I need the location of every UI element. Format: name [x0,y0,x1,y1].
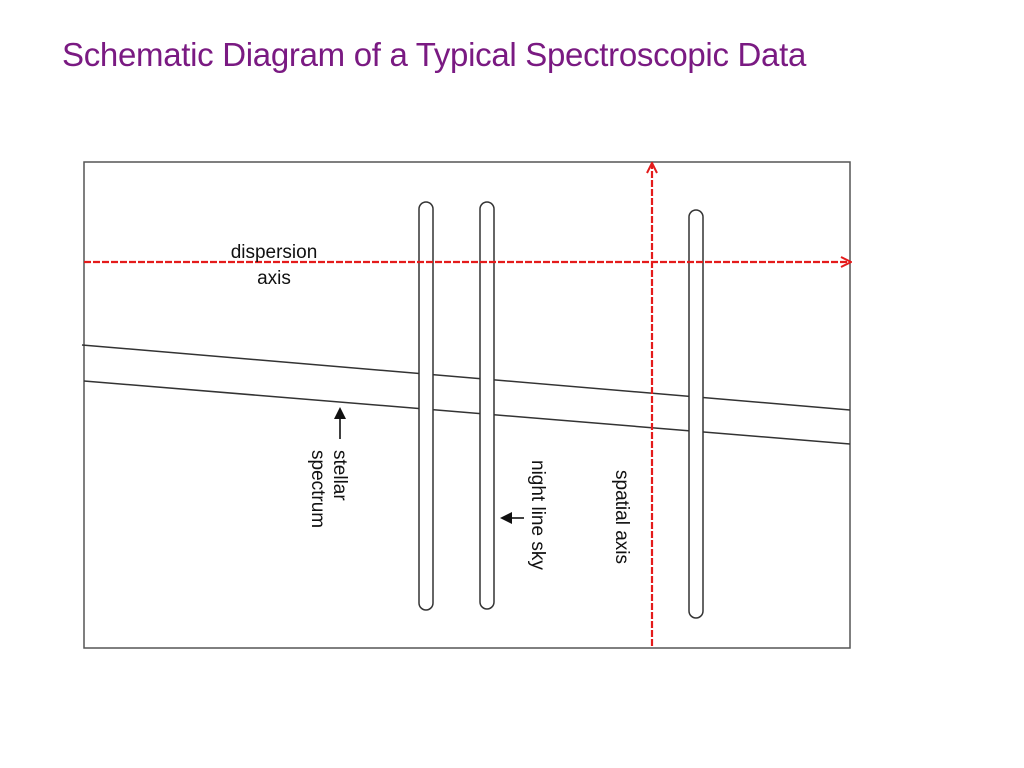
stellar-spectrum-lower-edge [83,380,851,445]
detector-frame [83,161,851,649]
sky-line-2 [479,201,495,610]
stellar-spectrum-label-line1: stellar [329,450,350,501]
spatial-axis-label: spatial axis [611,470,632,564]
stellar-spectrum-label: stellar spectrum [307,450,350,528]
sky-line-1 [418,201,434,611]
sky-line-3 [688,209,704,619]
stellar-spectrum-label-line2: spectrum [307,450,328,528]
night-sky-label: night line sky [527,460,548,570]
dispersion-axis-label-line1: dispersion [231,242,318,263]
stellar-spectrum-pointer-arrow [334,407,346,439]
stellar-spectrum-upper-edge [81,344,851,411]
page-title: Schematic Diagram of a Typical Spectrosc… [62,36,807,73]
dispersion-axis-label-line2: axis [257,268,291,289]
night-sky-pointer-arrow [500,512,524,524]
